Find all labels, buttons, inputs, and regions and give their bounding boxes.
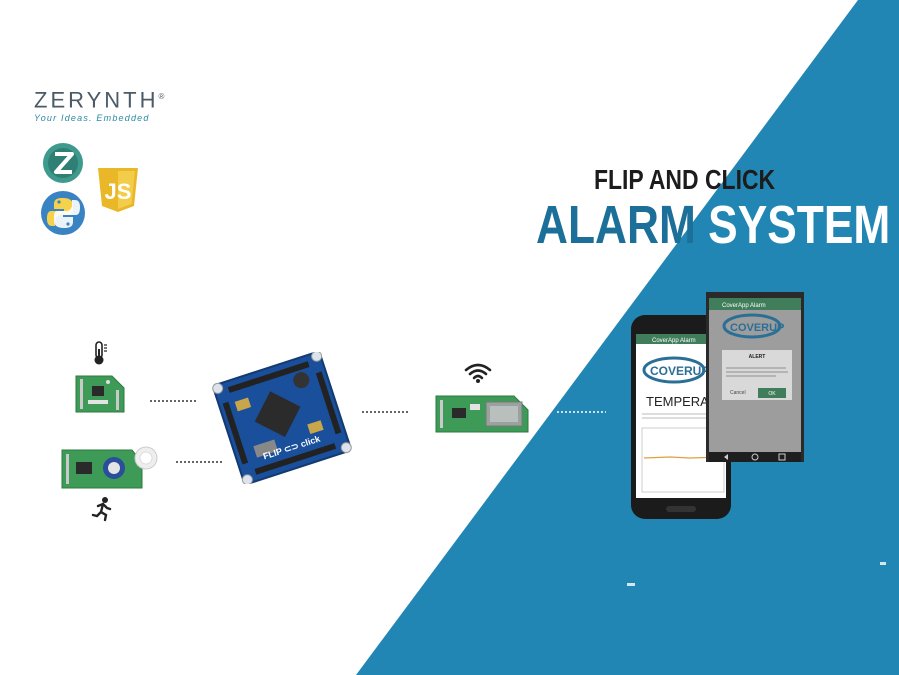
phone-front-brand: COVERUP (730, 322, 784, 334)
phone-front-ok-button[interactable] (758, 388, 786, 398)
zerynth-brand: ZERYNTH® Your Ideas. Embedded (34, 86, 167, 124)
flip-and-click-board: FLIP ⊂⊃ click (212, 352, 352, 484)
title-word-system: SYSTEM (708, 195, 891, 255)
title-line2: ALARM SYSTEM (536, 194, 890, 256)
wifi-click-board (435, 395, 529, 433)
phone-front-cancel-button[interactable]: Cancel (730, 390, 746, 396)
python-logo-icon (41, 191, 85, 235)
phone-front-app-title: CoverApp Alarm (722, 303, 766, 309)
title-line1: FLIP AND CLICK (594, 164, 776, 195)
phone-back-brand: COVERUP (650, 364, 709, 378)
blue-diagonal-panel (356, 0, 899, 675)
wifi-icon (464, 363, 492, 383)
javascript-shield-icon: JS (98, 168, 138, 212)
home-nav-icon[interactable] (751, 453, 759, 461)
running-person-icon (91, 497, 112, 522)
brand-tagline: Your Ideas. Embedded (34, 113, 150, 124)
recents-nav-icon[interactable] (778, 453, 786, 461)
phone-front: CoverApp Alarm COVERUP ALERT Cancel OK (706, 292, 804, 462)
title-word-alarm: ALARM (536, 195, 696, 255)
thermometer-icon (94, 341, 107, 365)
back-nav-icon[interactable] (724, 454, 728, 460)
registered-mark: ® (158, 92, 168, 101)
phone-front-ok-label: OK (768, 391, 776, 397)
zerynth-logo-icon (43, 143, 83, 183)
temperature-click-board (75, 375, 125, 413)
phone-back-app-title: CoverApp Alarm (652, 338, 696, 344)
brand-name-text: ZERYNTH (34, 87, 159, 113)
phone-front-dialog-title: ALERT (749, 354, 766, 360)
brand-name: ZERYNTH® (34, 86, 167, 111)
motion-click-board (61, 446, 158, 489)
js-logo-text: JS (105, 179, 132, 204)
